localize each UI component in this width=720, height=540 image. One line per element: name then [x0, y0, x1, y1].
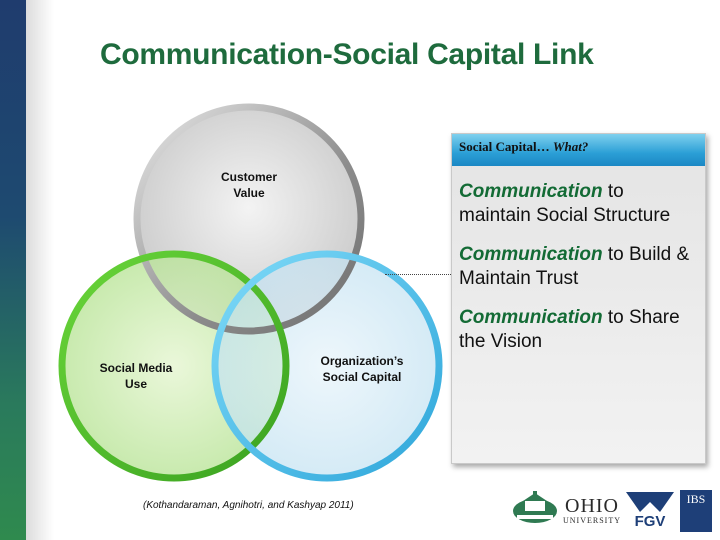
side-fade — [26, 0, 54, 540]
bullet-keyword: Communication — [459, 181, 603, 202]
bullet-text: to Share the Vision — [459, 307, 680, 352]
label-line: Value — [233, 186, 265, 200]
panel-bullet: Communication to maintain Social Structu… — [459, 180, 697, 228]
label-social-media-use: Social Media Use — [86, 360, 186, 392]
panel-bullet: Communication to Share the Vision — [459, 306, 697, 354]
label-line: Use — [124, 377, 147, 391]
label-customer-value: Customer Value — [199, 169, 299, 201]
slide-title: Communication-Social Capital Link — [100, 38, 594, 71]
ibs-logo-text: IBS — [686, 492, 706, 506]
ohio-university-text: UNIVERSITY — [563, 516, 621, 525]
fgv-logo-text: FGV — [634, 513, 666, 530]
ohio-university-logo: OHIO UNIVERSITY — [562, 496, 622, 526]
panel-header-emphasis: What? — [552, 139, 589, 154]
citation: (Kothandaraman, Agnihotri, and Kashyap 2… — [143, 500, 354, 511]
ring-social-media-use — [58, 250, 290, 482]
bullet-text: to Build & Maintain Trust — [459, 244, 690, 289]
panel-bullet: Communication to Build & Maintain Trust — [459, 243, 697, 291]
ohio-seal-logo — [513, 491, 557, 523]
dotted-connector — [385, 274, 451, 275]
ibs-logo: IBS — [680, 490, 712, 532]
panel-header-prefix: Social Capital… — [459, 139, 553, 154]
ohio-wordmark: OHIO — [565, 495, 619, 517]
label-social-capital: Organization’s Social Capital — [307, 353, 417, 385]
bullet-text: to maintain Social Structure — [459, 181, 671, 226]
ring-customer-value — [133, 103, 365, 335]
label-line: Social Capital — [322, 370, 402, 384]
panel-body: Communication to maintain Social Structu… — [452, 166, 705, 354]
panel-header: Social Capital… What? — [452, 134, 705, 166]
label-line: Customer — [220, 170, 277, 184]
ring-social-capital — [211, 250, 443, 482]
bullet-keyword: Communication — [459, 244, 603, 265]
bullet-keyword: Communication — [459, 307, 603, 328]
label-line: Organization’s — [320, 354, 404, 368]
fgv-wing-icon — [626, 492, 674, 512]
side-accent-bar — [0, 0, 26, 540]
label-line: Social Media — [99, 361, 173, 375]
social-capital-panel: Social Capital… What? Communication to m… — [451, 133, 706, 464]
